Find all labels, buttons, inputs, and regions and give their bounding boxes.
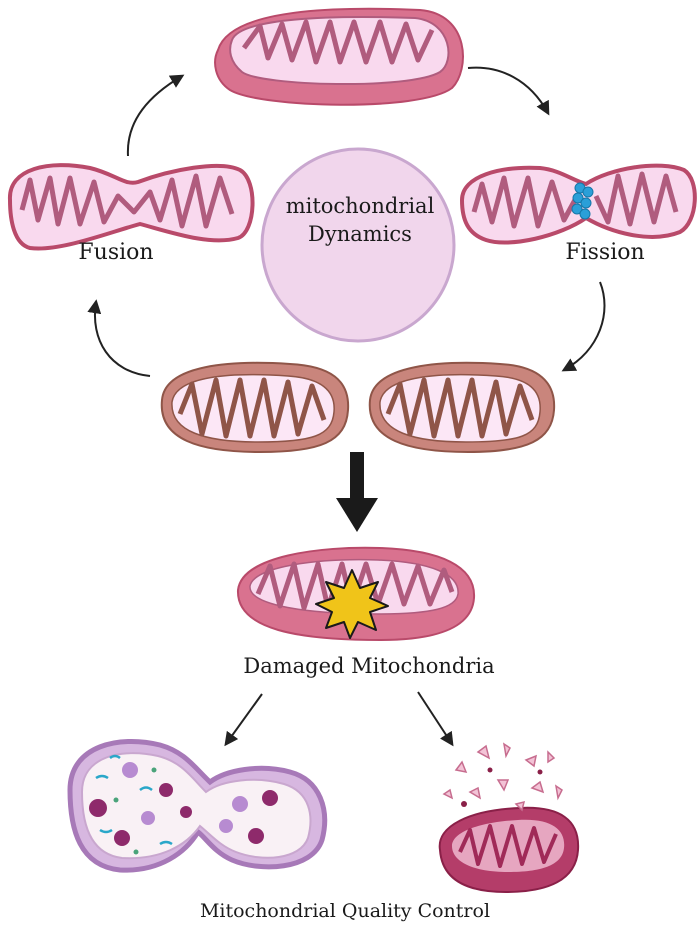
arrow-icon (87, 66, 606, 377)
mitochondrion-icon (160, 361, 350, 454)
center-label-line2: Dynamics (308, 222, 412, 246)
autolysosome-icon (67, 738, 328, 873)
center-label: mitochondrial Dynamics (262, 192, 458, 248)
fusion-label: Fusion (78, 240, 154, 265)
mitochondrion-icon (7, 163, 255, 251)
mitochondrion-icon (368, 361, 556, 454)
center-circle (260, 147, 456, 343)
degrading-mitochondrion-icon (438, 742, 580, 894)
fission-protein-icon (571, 182, 594, 220)
arrow-icon (336, 452, 378, 532)
damage-burst-icon (315, 569, 389, 639)
fission-label: Fission (565, 240, 645, 265)
mitochondrion-icon (214, 7, 464, 106)
quality-control-label: Mitochondrial Quality Control (199, 900, 491, 922)
damaged-label: Damaged Mitochondria (243, 654, 495, 678)
center-label-line1: mitochondrial (285, 194, 435, 218)
arrow-icon (224, 691, 454, 747)
